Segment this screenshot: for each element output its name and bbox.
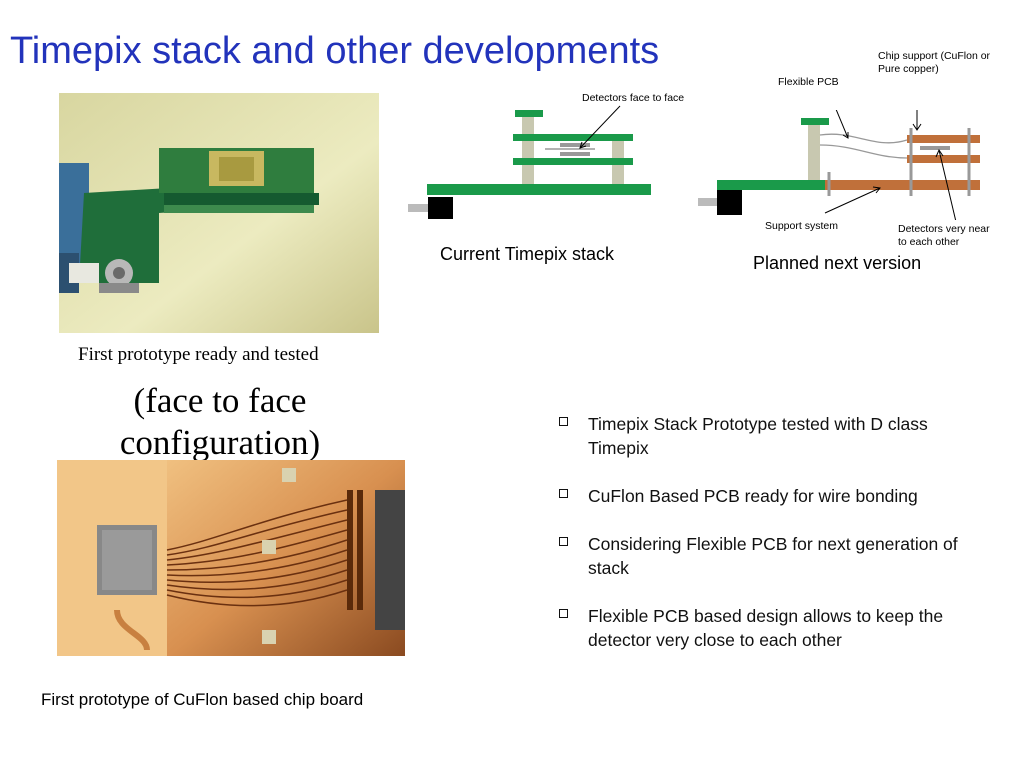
slide-title: Timepix stack and other developments [10,30,660,72]
detectors-near-label: Detectors very near to each other [898,223,990,248]
support-system-label: Support system [765,220,838,232]
chip-support-label: Chip support (CuFlon or Pure copper) [878,50,991,75]
flexible-pcb-label: Flexible PCB [778,76,839,88]
bullet-item: Considering Flexible PCB for next genera… [557,532,967,580]
bullet-item: Flexible PCB based design allows to keep… [557,604,967,652]
planned-stack-diagram [695,75,995,227]
checkbox-bullet-icon [559,417,568,426]
prototype-stack-photo [59,93,379,333]
checkbox-bullet-icon [559,537,568,546]
bullet-item: CuFlon Based PCB ready for wire bonding [557,484,967,508]
detectors-face-to-face-label: Detectors face to face [582,92,685,104]
checkbox-bullet-icon [559,609,568,618]
current-stack-diagram [405,100,665,225]
current-stack-caption: Current Timepix stack [440,244,615,264]
board-caption: First prototype of CuFlon based chip boa… [41,690,364,709]
cuflon-board-photo [57,460,405,656]
planned-version-caption: Planned next version [753,253,922,273]
prototype-config-caption: (face to face configuration) [119,381,321,462]
bullet-item: Timepix Stack Prototype tested with D cl… [557,412,967,460]
checkbox-bullet-icon [559,489,568,498]
prototype-caption: First prototype ready and tested [78,344,319,365]
bullet-list: Timepix Stack Prototype tested with D cl… [557,412,967,676]
